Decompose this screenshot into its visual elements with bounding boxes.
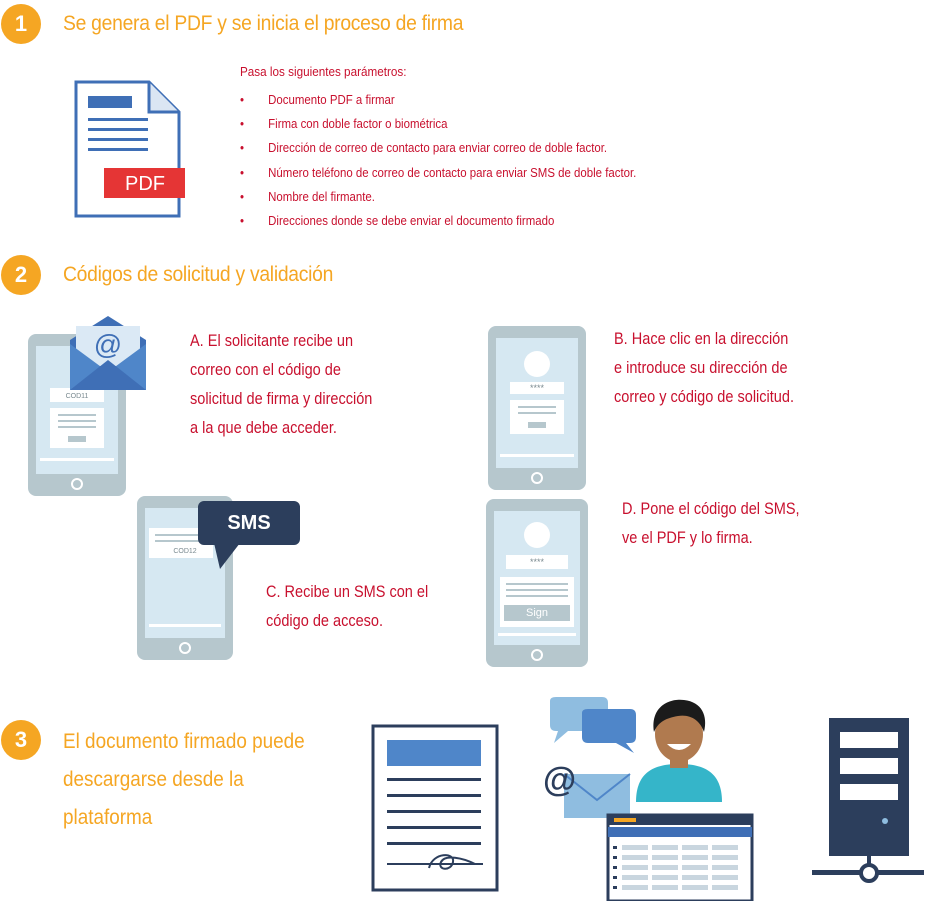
- substep-b-text: B. Hace clic en la dirección e introduce…: [614, 330, 794, 406]
- sms-bubble-icon: [198, 501, 300, 569]
- signed-document-icon: [371, 724, 499, 892]
- params-list-item: •Documento PDF a firmar: [240, 92, 395, 107]
- chat-bubbles-icon: [550, 697, 636, 753]
- sms-bubble-label: SMS: [227, 512, 271, 534]
- email-icon: [563, 773, 631, 818]
- email-at-symbol: @: [93, 329, 123, 360]
- params-list-item: •Firma con doble factor o biométrica: [240, 116, 448, 132]
- params-intro: Pasa los siguientes parámetros:: [240, 64, 407, 79]
- phone-c-code-label: COD12: [173, 548, 197, 555]
- step-3-title: El documento firmado puede descargarse d…: [63, 730, 305, 829]
- step-2-title: Códigos de solicitud y validación: [63, 263, 334, 286]
- phone-a-code-label: COD11: [65, 393, 89, 400]
- pdf-document-icon: [74, 80, 185, 218]
- phone-d-icon: [486, 499, 588, 667]
- step-1-title: Se genera el PDF y se inicia el proceso …: [63, 12, 464, 35]
- person-avatar-icon: [636, 699, 722, 802]
- step-1-number: 1: [1, 4, 41, 44]
- phone-b-code-stars: ****: [529, 383, 544, 393]
- params-list-item: •Nombre del firmante.: [240, 188, 375, 204]
- sign-button[interactable]: Sign: [525, 607, 549, 619]
- params-list-item: •Direcciones donde se debe enviar el doc…: [240, 212, 555, 228]
- params-list-item: •Dirección de correo de contacto para en…: [240, 140, 608, 156]
- pdf-label: PDF: [125, 173, 165, 195]
- browser-window-icon: [606, 813, 754, 901]
- step-2-number: 2: [1, 255, 41, 295]
- substep-c-text: C. Recibe un SMS con el código de acceso…: [266, 583, 429, 630]
- substep-a-text: A. El solicitante recibe un correo con e…: [190, 332, 373, 437]
- phone-b-icon: [488, 326, 586, 490]
- phone-d-code-stars: ****: [529, 557, 544, 567]
- email-envelope-icon: [70, 316, 146, 390]
- params-list-item: •Número teléfono de correo de contacto p…: [240, 164, 637, 180]
- substep-d-text: D. Pone el código del SMS, ve el PDF y l…: [622, 500, 800, 547]
- email-at-symbol-2: @: [543, 761, 577, 799]
- server-icon: [812, 718, 924, 883]
- step-3-number: 3: [1, 720, 41, 760]
- params-list: •Documento PDF a firmar •Firma con doble…: [240, 88, 690, 233]
